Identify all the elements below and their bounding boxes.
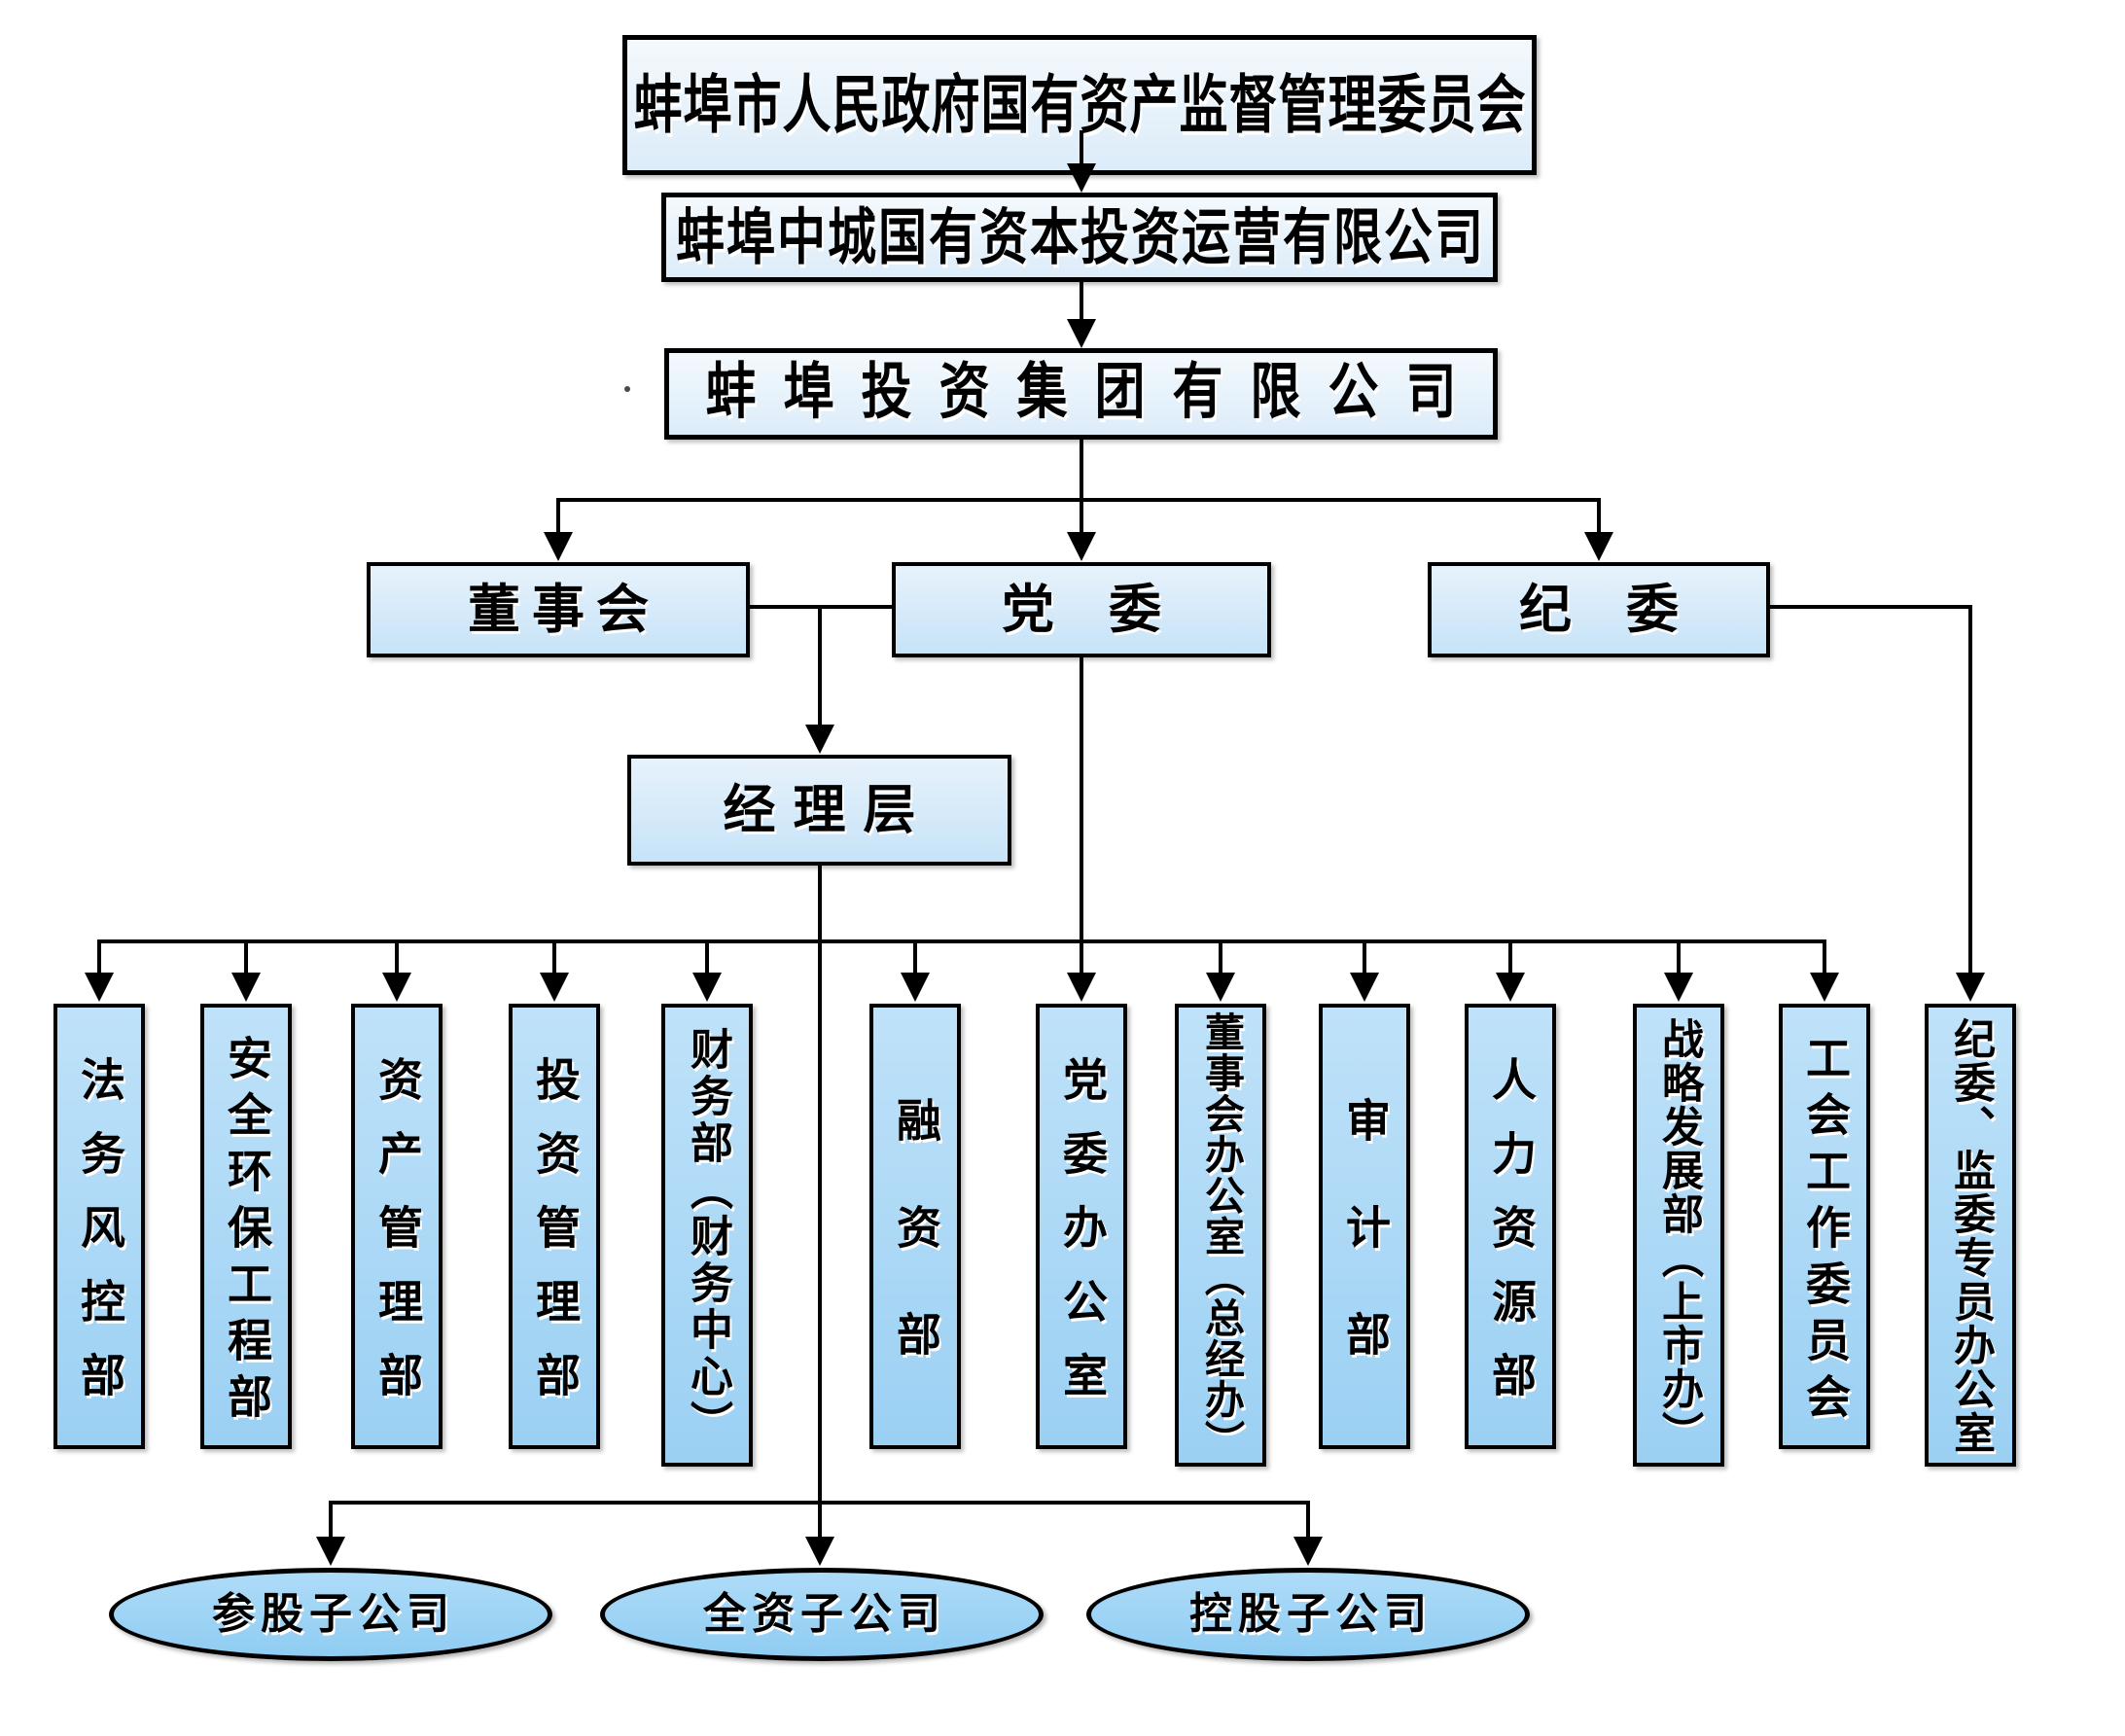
dept-box-party-office: 党委办公室 xyxy=(1036,1004,1127,1449)
arrow-icon-link-to-management xyxy=(805,725,834,754)
dept-label-discipline-office: 纪委、监委专员办公室 xyxy=(1947,1017,1994,1455)
connector-drop-party xyxy=(1080,500,1083,536)
dept-box-investment-mgmt: 投资管理部 xyxy=(509,1004,600,1449)
connector-drop-dept-4 xyxy=(552,941,556,976)
dept-label-audit-dept: 审计部 xyxy=(1340,1097,1390,1418)
dept-label-union-committee: 工会工作委员会 xyxy=(1800,1035,1850,1430)
dept-label-board-office: 董事会办公室（总经办） xyxy=(1198,1010,1244,1461)
arrow-icon-management-to-subsidiaries xyxy=(805,1537,834,1566)
arrow-icon-drop-dept-5 xyxy=(692,973,722,1002)
subsidiary-ellipse-participating-subsidiary: 参股子公司 xyxy=(109,1568,552,1661)
arrow-icon-drop-discipline xyxy=(1584,532,1613,561)
dept-box-union-committee: 工会工作委员会 xyxy=(1779,1004,1870,1449)
subsidiary-label-wholly-owned-subsidiary: 全资子公司 xyxy=(703,1590,946,1638)
connector-drop-dept-11 xyxy=(1677,941,1681,976)
arrow-icon-discipline-to-office xyxy=(1956,973,1985,1002)
dept-box-audit-dept: 审计部 xyxy=(1319,1004,1410,1449)
connector-discipline-to-office xyxy=(1968,607,1972,976)
connector-link-to-management xyxy=(818,607,822,728)
arrow-icon-gov-to-operator xyxy=(1067,163,1096,193)
dept-box-discipline-office: 纪委、监委专员办公室 xyxy=(1925,1004,2016,1467)
capital-operator-label: 蚌埠中城国有资本投资运营有限公司 xyxy=(676,203,1485,271)
arrow-icon-drop-sub-left xyxy=(316,1537,345,1566)
dept-box-safety-env-eng: 安全环保工程部 xyxy=(200,1004,292,1449)
dept-label-asset-mgmt: 资产管理部 xyxy=(372,1056,422,1426)
arrow-icon-drop-dept-11 xyxy=(1664,973,1693,1002)
connector-drop-dept-8 xyxy=(1219,941,1222,976)
arrow-icon-drop-dept-1 xyxy=(85,973,114,1002)
connector-subsidiaries-bar xyxy=(329,1501,1310,1505)
board-label: 董事会 xyxy=(468,581,660,639)
arrow-icon-drop-dept-9 xyxy=(1350,973,1379,1002)
dept-label-party-office: 党委办公室 xyxy=(1057,1056,1107,1426)
arrow-icon-drop-party xyxy=(1067,532,1096,561)
arrow-icon-drop-dept-10 xyxy=(1496,973,1525,1002)
arrow-icon-drop-board xyxy=(544,532,573,561)
connector-departments-bar xyxy=(97,939,1826,943)
group-label: 蚌埠投资集团有限公司 xyxy=(705,360,1484,427)
dept-label-financing-dept: 融资部 xyxy=(891,1097,940,1418)
subsidiary-ellipse-wholly-owned-subsidiary: 全资子公司 xyxy=(600,1568,1044,1661)
board-box: 董事会 xyxy=(367,562,750,657)
subsidiary-label-participating-subsidiary: 参股子公司 xyxy=(212,1590,455,1638)
discipline-committee-label: 纪委 xyxy=(1519,581,1733,639)
arrow-icon-drop-sub-right xyxy=(1293,1537,1323,1566)
connector-group-spine xyxy=(1080,440,1083,500)
connector-drop-dept-3 xyxy=(395,941,399,976)
connector-drop-dept-1 xyxy=(97,941,101,976)
dept-box-board-office: 董事会办公室（总经办） xyxy=(1175,1004,1266,1467)
connector-gov-to-operator xyxy=(1080,130,1083,167)
dept-box-strategy-dept: 战略发展部（上市办） xyxy=(1633,1004,1724,1467)
discipline-committee-box: 纪委 xyxy=(1428,562,1770,657)
supervisor-label: 蚌埠市人民政府国有资产监督管理委员会 xyxy=(633,69,1527,141)
connector-drop-dept-2 xyxy=(244,941,248,976)
management-box: 经理层 xyxy=(627,755,1011,866)
dept-label-investment-mgmt: 投资管理部 xyxy=(530,1056,580,1426)
management-label: 经理层 xyxy=(723,781,934,839)
connector-drop-sub-left xyxy=(329,1503,333,1541)
dept-label-strategy-dept: 战略发展部（上市办） xyxy=(1655,1017,1702,1455)
dept-label-finance-dept: 财务部（财务中心） xyxy=(684,1027,731,1447)
connector-discipline-link xyxy=(1768,605,1972,609)
connector-drop-dept-10 xyxy=(1508,941,1512,976)
dept-box-hr-dept: 人力资源部 xyxy=(1465,1004,1556,1449)
connector-management-to-subsidiaries xyxy=(818,866,822,1541)
stray-dot-artifact xyxy=(624,386,630,392)
group-box: 蚌埠投资集团有限公司 xyxy=(664,348,1498,440)
connector-drop-sub-right xyxy=(1306,1503,1310,1541)
arrow-icon-party-to-party-office xyxy=(1067,973,1096,1002)
connector-drop-discipline xyxy=(1597,500,1601,536)
connector-party-to-party-office xyxy=(1080,657,1083,976)
connector-drop-board xyxy=(556,500,560,536)
capital-operator-box: 蚌埠中城国有资本投资运营有限公司 xyxy=(661,193,1498,282)
dept-label-hr-dept: 人力资源部 xyxy=(1486,1056,1536,1426)
arrow-icon-drop-dept-4 xyxy=(540,973,569,1002)
arrow-icon-drop-dept-6 xyxy=(901,973,930,1002)
party-committee-label: 党委 xyxy=(1002,581,1216,639)
party-committee-box: 党委 xyxy=(892,562,1271,657)
arrow-icon-drop-dept-8 xyxy=(1206,973,1235,1002)
dept-box-financing-dept: 融资部 xyxy=(869,1004,961,1449)
dept-box-finance-dept: 财务部（财务中心） xyxy=(661,1004,753,1467)
connector-operator-to-group xyxy=(1080,282,1083,323)
dept-label-legal-risk: 法务风控部 xyxy=(75,1056,124,1426)
dept-box-legal-risk: 法务风控部 xyxy=(53,1004,145,1449)
connector-drop-dept-6 xyxy=(913,941,917,976)
arrow-icon-drop-dept-12 xyxy=(1810,973,1839,1002)
connector-split-bar xyxy=(556,498,1601,502)
arrow-icon-drop-dept-3 xyxy=(382,973,411,1002)
arrow-icon-operator-to-group xyxy=(1067,319,1096,348)
dept-label-safety-env-eng: 安全环保工程部 xyxy=(222,1035,271,1430)
arrow-icon-drop-dept-2 xyxy=(231,973,261,1002)
connector-drop-dept-5 xyxy=(705,941,709,976)
subsidiary-ellipse-holding-subsidiary: 控股子公司 xyxy=(1086,1568,1530,1661)
subsidiary-label-holding-subsidiary: 控股子公司 xyxy=(1189,1590,1433,1638)
dept-box-asset-mgmt: 资产管理部 xyxy=(351,1004,443,1449)
connector-drop-dept-12 xyxy=(1823,941,1826,976)
connector-drop-dept-9 xyxy=(1363,941,1366,976)
